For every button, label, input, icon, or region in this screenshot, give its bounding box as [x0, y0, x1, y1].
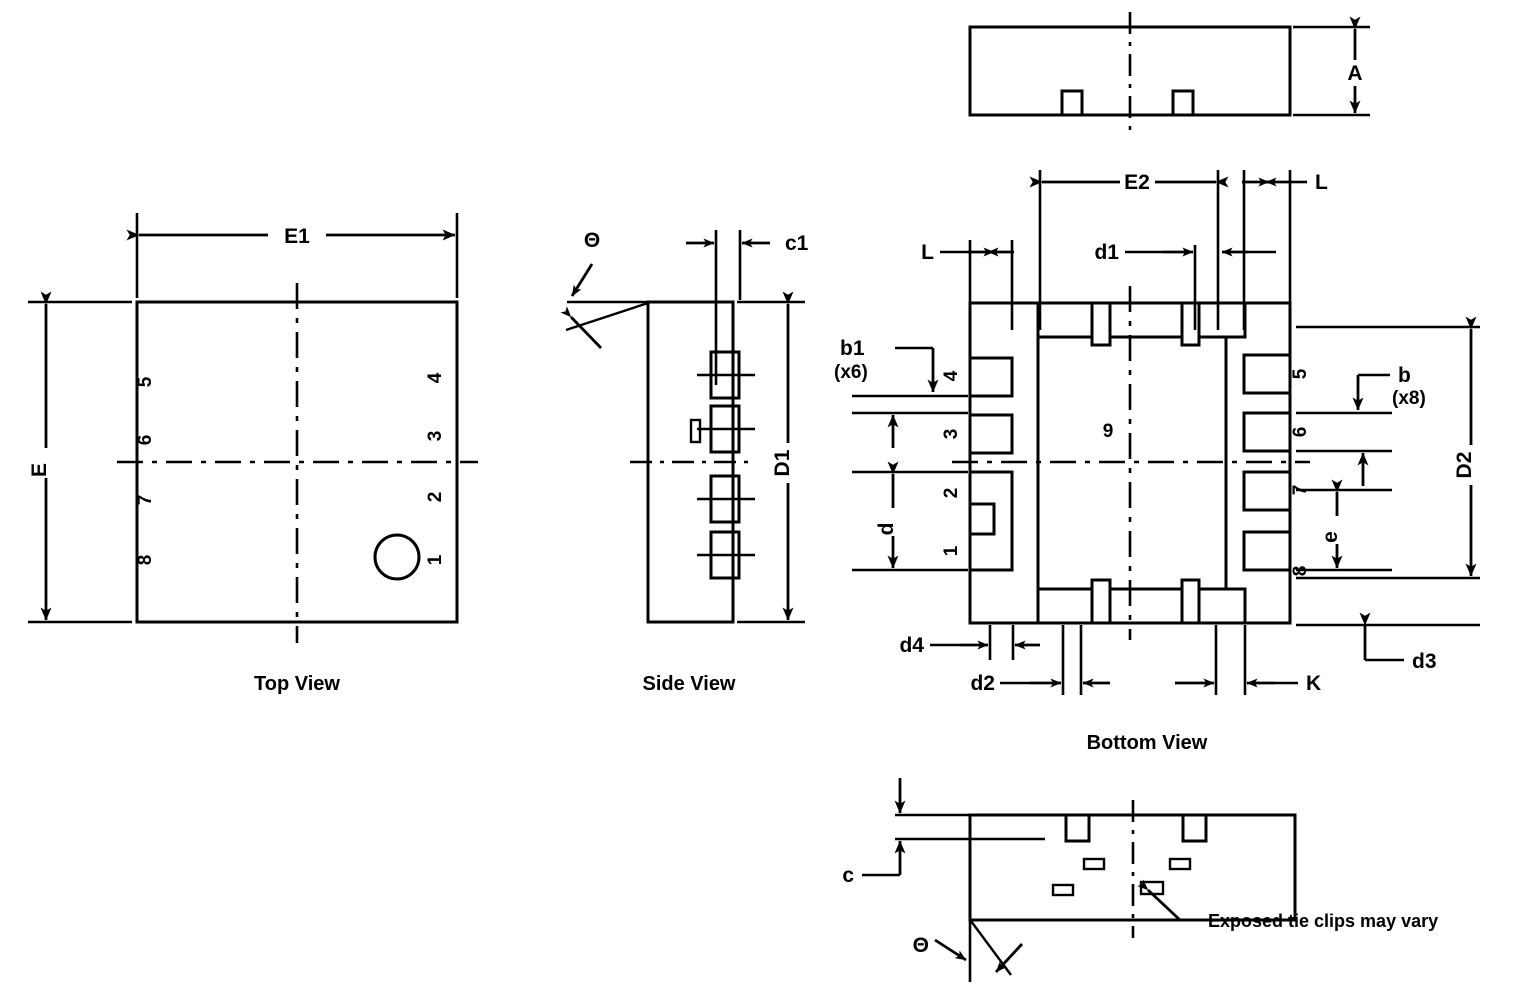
bottom-view-pad-5	[1242, 353, 1292, 395]
front-view-tie-clip-2	[1168, 857, 1192, 871]
bottom-view-top-pad-2	[1108, 301, 1184, 339]
top-view-pin-label-5: 5	[135, 376, 156, 387]
theta-leader-upper	[570, 263, 594, 297]
bottom-view-exposed-pad	[1036, 335, 1228, 591]
front-theta-arrow-left	[934, 938, 967, 962]
e-label-bg	[33, 448, 59, 478]
height-view-lead-left	[1060, 89, 1084, 117]
bottom-view-pin-label-4: 4	[941, 370, 962, 381]
bottom-view-pad-label-9: 9	[1103, 421, 1114, 442]
dimension-label-d3: d3	[1412, 650, 1437, 673]
bottom-view-bottom-pad-3	[1197, 587, 1247, 625]
dimension-label-a: A	[1347, 62, 1362, 85]
bottom-view-pad-8	[1242, 530, 1292, 572]
dimension-label-b-qty: (x8)	[1392, 388, 1426, 409]
dimension-label-theta-front: Θ	[913, 934, 929, 957]
bottom-view-pin-label-6: 6	[1290, 427, 1311, 438]
bottom-view-pad-7	[1242, 470, 1292, 512]
top-view-pin-label-3: 3	[425, 431, 446, 442]
dimension-label-b1-qty: (x6)	[834, 362, 868, 383]
bottom-view-pin-label-1: 1	[941, 545, 962, 556]
dimension-label-d: d	[875, 523, 898, 536]
dimension-label-c1: c1	[785, 232, 809, 255]
bottom-view-bottom-pad-1	[1036, 587, 1094, 625]
front-theta-angled	[970, 920, 1012, 976]
height-view: A	[968, 12, 1370, 130]
side-view-tie-clip	[689, 418, 702, 444]
bottom-view-pad-1	[968, 502, 996, 536]
tie-clip-note-text: Exposed tie clips may vary	[1208, 911, 1438, 931]
front-view: c Θ Exposed tie clips may vary	[842, 778, 1438, 982]
theta-leader-lower	[560, 306, 603, 349]
dimension-label-d4: d4	[899, 634, 924, 657]
d1-label-bg	[773, 443, 803, 483]
dimension-label-e1: E1	[284, 225, 310, 248]
d2-label-bg	[1455, 445, 1487, 485]
top-view-pin-label-1: 1	[425, 554, 446, 565]
d-label-bg	[880, 508, 906, 536]
bottom-view-top-pad-3	[1197, 301, 1247, 339]
front-theta-arrow-right	[994, 943, 1024, 973]
bottom-view-pad-6	[1242, 411, 1292, 453]
front-view-lead-right	[1181, 813, 1208, 843]
dimension-label-b: b	[1398, 364, 1411, 387]
dimension-label-k: K	[1306, 672, 1321, 695]
e-pitch-label-bg	[1324, 516, 1350, 544]
dimension-label-d1: d1	[1094, 241, 1119, 264]
side-view-title: Side View	[642, 673, 735, 695]
bottom-view-pin-label-5: 5	[1290, 368, 1311, 379]
bottom-view-pad-2	[970, 470, 1014, 572]
front-view-tie-clip-3	[1051, 883, 1075, 897]
bottom-view-pad-4	[968, 356, 1014, 398]
bottom-view-bottom-pad-2	[1108, 587, 1184, 625]
tie-clip-note-arrow	[1137, 879, 1181, 922]
dimension-label-d2: D2	[1453, 452, 1476, 479]
pin1-indicator-circle	[373, 533, 421, 581]
bottom-view-pad-3	[968, 413, 1014, 455]
dimension-label-c: c	[842, 864, 854, 887]
dimension-label-d2: d2	[970, 672, 995, 695]
e1-label-bg	[268, 222, 326, 248]
top-view-title: Top View	[254, 673, 340, 695]
dimension-label-l-right: L	[1315, 171, 1328, 194]
bottom-view-top-pad-1	[1036, 301, 1094, 339]
top-view-pin-label-4: 4	[425, 372, 446, 383]
a-label-bg	[1342, 60, 1368, 86]
bottom-view-title: Bottom View	[1087, 732, 1208, 754]
top-view-pin-label-8: 8	[135, 555, 156, 566]
top-view-pin-label-2: 2	[425, 492, 446, 503]
dimension-label-theta-side: Θ	[584, 229, 600, 252]
dimension-label-b1: b1	[840, 337, 865, 360]
dimension-label-e2: E2	[1124, 171, 1150, 194]
bottom-view-pin-label-3: 3	[941, 429, 962, 440]
dimension-label-e-pitch: e	[1319, 531, 1342, 543]
dimension-label-l-left: L	[921, 241, 934, 264]
bottom-view-pin-label-2: 2	[941, 488, 962, 499]
side-view-body-outline	[646, 300, 735, 624]
front-view-lead-left	[1064, 813, 1091, 843]
side-view: c1 Θ D1 Side View	[560, 229, 809, 695]
height-view-lead-right	[1171, 89, 1195, 117]
top-view-pin-label-7: 7	[135, 495, 156, 506]
dimension-label-e: E	[28, 463, 51, 477]
top-view-pin-label-6: 6	[135, 435, 156, 446]
top-view: 5 6 7 8 4 3 2 1 E1 E Top View	[28, 213, 478, 695]
bottom-view: 9 4 3 2 1 5 6 7 8 E2 L L d1	[834, 170, 1487, 754]
dimension-label-d1-side: D1	[771, 449, 794, 476]
front-view-tie-clip-1	[1082, 857, 1106, 871]
